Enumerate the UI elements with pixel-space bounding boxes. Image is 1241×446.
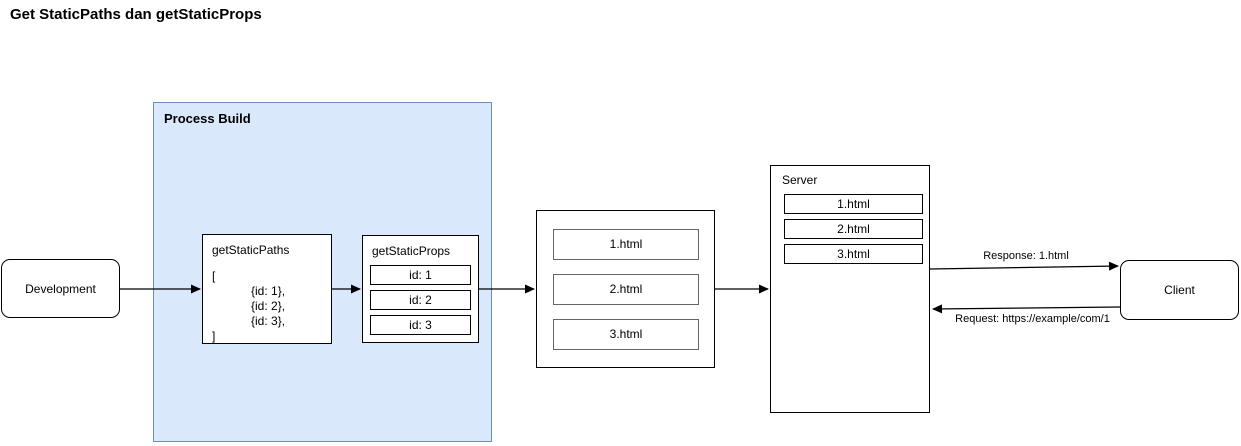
client-node-label: Client [1164,283,1195,297]
page-title: Get StaticPaths dan getStaticProps [10,6,262,23]
code-line: {id: 1}, [251,284,286,298]
server-file-2-html: 2.html [784,219,923,239]
code-line: {id: 3}, [251,314,286,328]
development-node-label: Development [25,281,96,296]
build-file-2-html: 2.html [553,274,699,305]
server-file-3-html: 3.html [784,244,923,264]
code-line: {id: 2}, [251,299,286,313]
server-file-1-html: 1.html [784,194,923,214]
development-node: Development [1,259,120,318]
get-static-paths-label: getStaticPaths [212,243,290,257]
get-static-props-node: getStaticProps id: 1 id: 2 id: 3 [362,235,479,343]
get-static-paths-code: [ {id: 1}, {id: 2}, {id: 3}, ] [203,269,331,344]
build-file-3-html: 3.html [553,319,699,350]
server-label: Server [782,173,818,187]
code-line: ] [212,329,216,343]
get-static-props-label: getStaticProps [372,244,451,258]
build-output-container: 1.html 2.html 3.html [536,210,715,368]
props-item-id-1: id: 1 [370,265,471,285]
process-build-label: Process Build [164,111,251,126]
response-edge-label: Response: 1.html [960,250,1092,262]
client-node: Client [1120,260,1239,320]
arrow-client-to-server-request [932,304,1121,314]
get-static-paths-node: getStaticPaths [ {id: 1}, {id: 2}, {id: … [202,234,332,344]
arrow-server-to-client-response [929,261,1119,271]
props-item-id-2: id: 2 [370,290,471,310]
server-node: Server 1.html 2.html 3.html [770,165,930,413]
request-edge-label: Request: https://example/com/1 [950,313,1115,325]
code-line: [ [212,269,216,283]
build-file-1-html: 1.html [553,229,699,260]
props-item-id-3: id: 3 [370,315,471,335]
